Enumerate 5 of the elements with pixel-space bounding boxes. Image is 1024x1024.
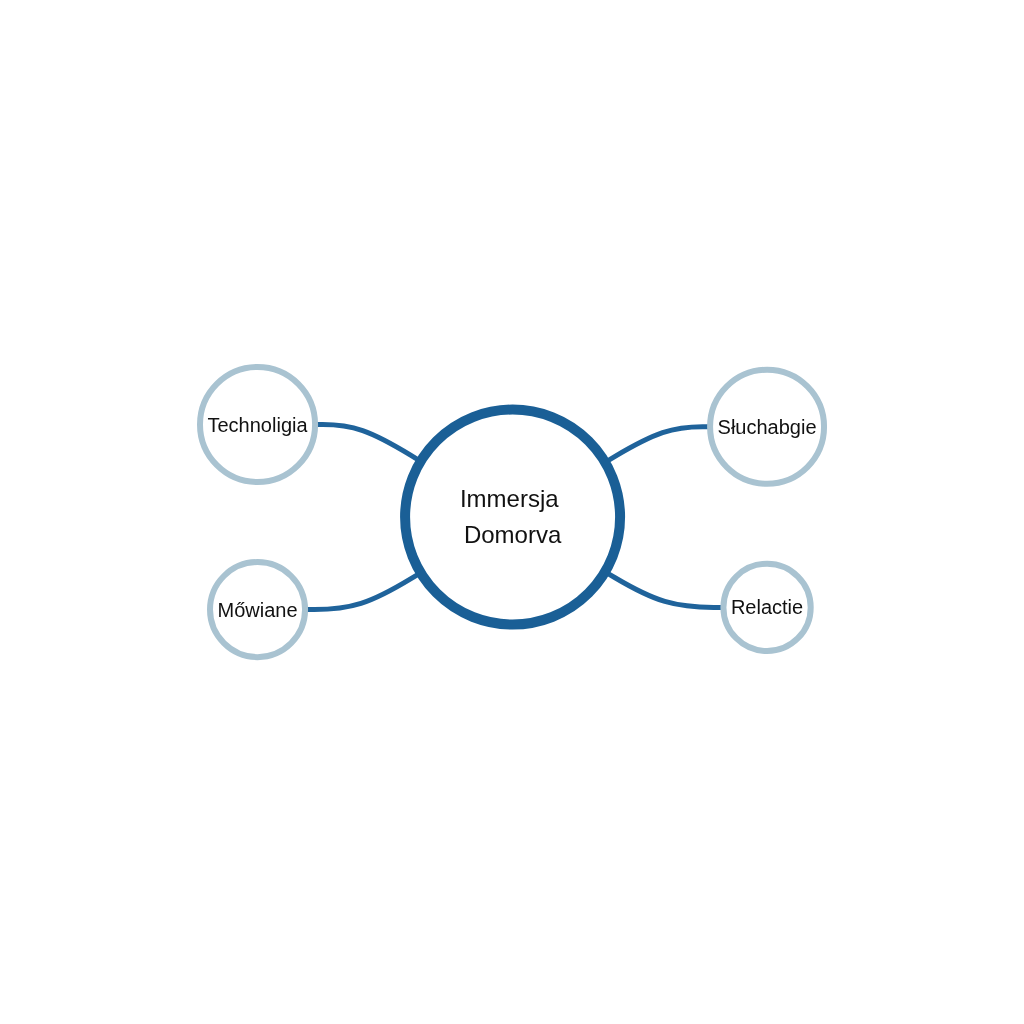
node-circle: Technoligia [196,363,319,485]
node-circle: Mőwiane [207,559,309,661]
node-circle: Słuchabgie [707,366,827,487]
node-circle: Immersja Domorva [400,404,626,630]
node-circle: Relactie [720,560,814,654]
